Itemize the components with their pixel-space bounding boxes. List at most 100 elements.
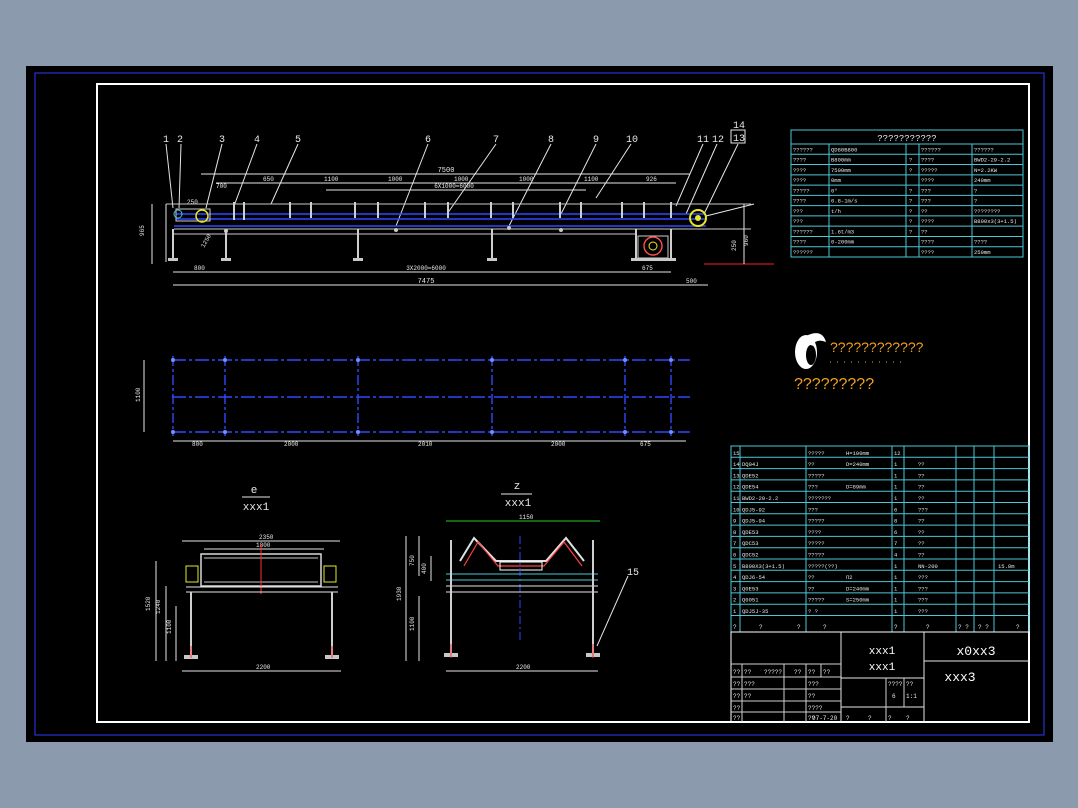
bom-qty: 7 (894, 540, 897, 547)
tb-cell: 07-7-20 (812, 715, 838, 722)
spec-label-2: ???? (921, 157, 934, 164)
tb-cell: ?? (744, 693, 752, 700)
spec-label: ???? (793, 239, 806, 246)
spec-label: ????? (793, 187, 810, 194)
spec-label: ?????? (793, 146, 813, 153)
balloon-1: 1 (163, 135, 169, 146)
bom-qty: 1 (894, 461, 898, 468)
tb-cell: ??? (808, 681, 819, 688)
z-dim-1100: 1100 (409, 616, 416, 631)
tb-cell: ? (868, 715, 872, 722)
spec-value-2: ???? (974, 239, 987, 246)
z-dim-2200: 2200 (516, 664, 531, 671)
balloon-12: 12 (712, 135, 724, 146)
spec-label: ???? (793, 198, 806, 205)
bom-qty: 1 (894, 597, 898, 604)
dim-1000c: 1000 (519, 176, 534, 183)
balloon-14: 14 (733, 121, 745, 132)
plan-dim-800: 800 (192, 441, 203, 448)
e-dim-1520: 1520 (145, 596, 152, 611)
spec-value-2: 240mm (974, 177, 991, 184)
dim-7500: 7500 (438, 167, 455, 175)
e-dim-1240: 1240 (155, 599, 162, 614)
bom-code: QDC52 (742, 552, 759, 559)
bom-spec: D=240mm (846, 461, 870, 468)
spec-value: QD80B800 (831, 146, 857, 153)
balloon-10: 10 (626, 135, 638, 146)
balloon-11: 11 (697, 135, 709, 146)
outer-frame (34, 72, 1045, 736)
bom-name: ????? (808, 552, 825, 559)
tb-cell: ?? (733, 681, 741, 688)
cad-drawing: 7500 650 1100 1000 1000 1000 1100 926 6X… (34, 72, 1045, 736)
bom-header: ? ? (958, 624, 969, 631)
e-dim-1100: 1100 (166, 619, 173, 634)
dim-965: 965 (139, 225, 146, 236)
bom-qty: 8 (894, 518, 897, 525)
e-dim-2200: 2200 (256, 664, 271, 671)
bom-material: ?? (918, 461, 925, 468)
spec-value-2: BWD2-29-2.2 (974, 157, 1010, 164)
section-z: z xxx1 1150 15 1930 750 400 1100 2200 (396, 481, 639, 672)
tb-cell: ? (846, 715, 850, 722)
bom-material: ??? (918, 585, 928, 592)
spec-mark: ? (909, 187, 912, 194)
tb-cell: ? (906, 715, 910, 722)
bom-code: BWD2-29-2.2 (742, 495, 778, 502)
dim-500: 500 (686, 278, 697, 285)
balloon-13: 13 (733, 134, 745, 145)
spec-label-2: ?? (921, 208, 928, 215)
e-dim-1800: 1800 (256, 542, 271, 549)
spec-label: ?????? (793, 249, 813, 256)
logo-line-2: ????????? (794, 376, 874, 393)
spec-mark: ? (909, 208, 912, 215)
dim-926: 926 (646, 176, 657, 183)
dim-960: 960 (743, 235, 750, 246)
spec-value: 0-200mm (831, 239, 855, 246)
bom-material: ??? (918, 608, 928, 615)
bom-material: ?? (918, 484, 925, 491)
elevation-view: 7500 650 1100 1000 1000 1000 1100 926 6X… (139, 121, 774, 286)
bom-material: ?? (918, 495, 925, 502)
bom-qty: 4 (894, 552, 898, 559)
bom-header: ? (894, 624, 898, 631)
spec-value: 1.6t/m3 (831, 228, 854, 235)
tb-cell: ??? (744, 681, 755, 688)
bom-qty: 1 (894, 472, 898, 479)
bom-name: ? ? (808, 608, 818, 615)
section-e: e xxx1 2350 1800 1520 1240 1100 2200 (145, 485, 341, 672)
plan-dim-2010: 2010 (418, 441, 433, 448)
dim-1000a: 1000 (388, 176, 403, 183)
balloon-7: 7 (493, 135, 499, 146)
dim-3x2000: 3X2000=6000 (406, 265, 446, 272)
bom-code: QDE53 (742, 529, 759, 536)
spec-label: ??? (793, 218, 803, 225)
dim-800: 800 (194, 265, 205, 272)
spec-label: ?????? (793, 228, 813, 235)
dim-1000b: 1000 (454, 176, 469, 183)
bom-code: DQ04J (742, 461, 759, 468)
tb-cell: ?? (808, 669, 816, 676)
spec-value-2: ? (974, 187, 977, 194)
bom-name: ?? (808, 585, 815, 592)
spec-value-2: N=2.2KW (974, 167, 998, 174)
bom-name: ??????? (808, 495, 831, 502)
company-logo: ???????????? ????????? (794, 333, 924, 393)
tb-cell: ?? (808, 715, 816, 722)
spec-value-2: ???????? (974, 208, 1000, 215)
tb-cell: 6 (892, 693, 896, 700)
spec-value-2: ?????? (974, 146, 994, 153)
spec-value: 0° (831, 187, 838, 194)
spec-table: ??????????? ??????QD80B800??????????????… (790, 129, 1024, 258)
spec-label-2: ???? (921, 218, 934, 225)
plan-dim-2000b: 2000 (551, 441, 566, 448)
z-balloon-15: 15 (627, 568, 639, 579)
spec-label-2: ??? (921, 198, 931, 205)
plan-dim-2000a: 2000 (284, 441, 299, 448)
dim-675: 675 (642, 265, 653, 272)
spec-label: ??? (793, 208, 803, 215)
dim-1100b: 1100 (584, 176, 599, 183)
z-dim-1930: 1930 (396, 586, 403, 601)
bom-no: 9 (733, 518, 736, 525)
bom-name: ???? (808, 529, 821, 536)
